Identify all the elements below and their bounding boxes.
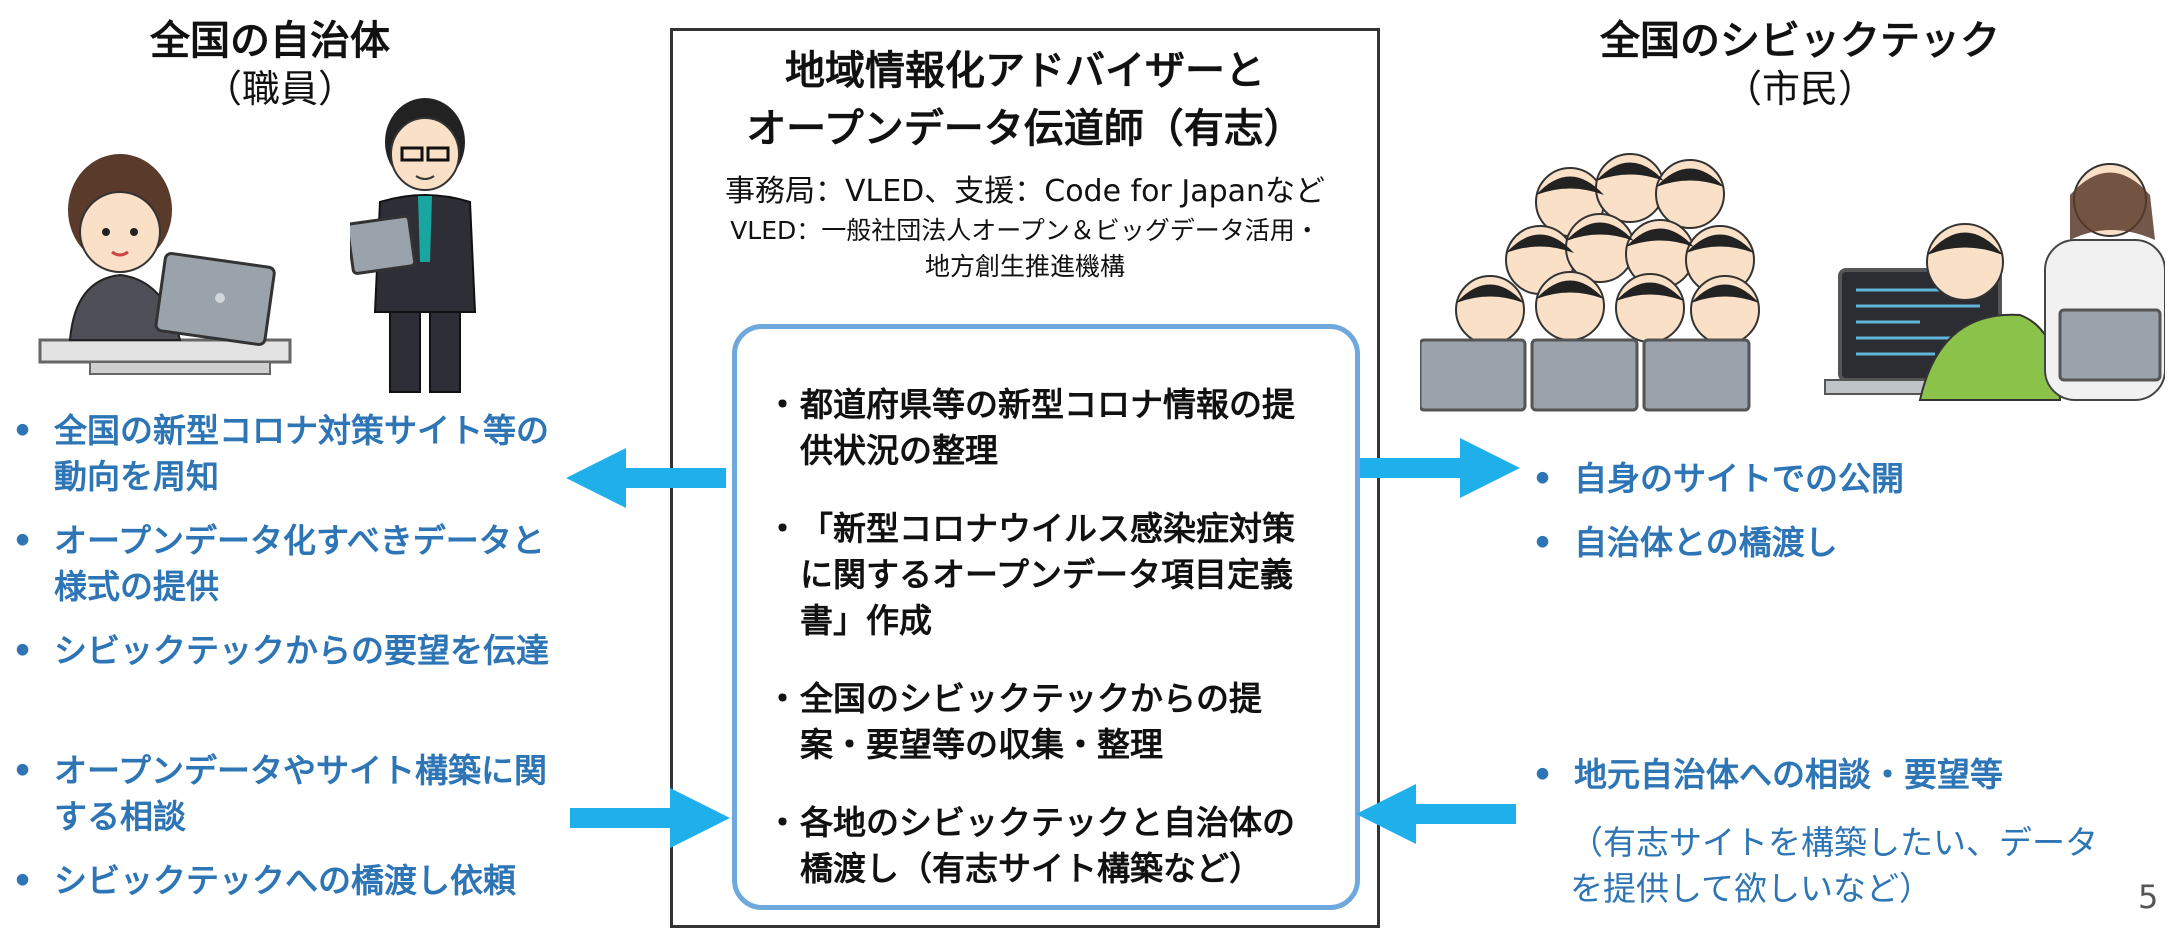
right-note: （有志サイトを構築したい、データを提供して欲しいなど） xyxy=(1570,823,2098,908)
list-item: オープンデータやサイト構築に関する相談 xyxy=(8,748,568,840)
activities-list: 都道府県等の新型コロナ情報の提供状況の整理 「新型コロナウイルス感染症対策に関す… xyxy=(766,382,1298,924)
left-list-bottom: オープンデータやサイト構築に関する相談 シビックテックへの橋渡し依頼 xyxy=(8,748,568,904)
arrow-right-bottom xyxy=(1356,784,1516,844)
arrow-right-top xyxy=(1360,438,1520,498)
list-item: シビックテックからの要望を伝達 xyxy=(8,628,568,674)
list-item: 全国の新型コロナ対策サイト等の動向を周知 xyxy=(8,408,568,500)
list-item: 「新型コロナウイルス感染症対策に関するオープンデータ項目定義書」作成 xyxy=(766,506,1298,644)
right-group-title: 全国のシビックテック xyxy=(1600,18,2000,64)
left-list-top: 全国の新型コロナ対策サイト等の動向を周知 オープンデータ化すべきデータと様式の提… xyxy=(8,408,568,674)
female-staff-laptop-illustration xyxy=(38,154,292,375)
list-item: 自身のサイトでの公開 xyxy=(1528,456,2128,502)
arrow-left-top xyxy=(566,448,726,508)
left-group-subtitle: （職員） xyxy=(203,67,356,111)
right-group-subtitle: （市民） xyxy=(1723,67,1876,111)
left-group-title: 全国の自治体 xyxy=(150,18,390,64)
center-note: 事務局：VLED、支援：Code for Japanなど xyxy=(724,174,1326,209)
citizens-laptops-illustration xyxy=(1420,153,2165,412)
center-title-line2: オープンデータ伝道師（有志） xyxy=(746,106,1304,152)
list-item: 全国のシビックテックからの提案・要望等の収集・整理 xyxy=(766,676,1298,768)
list-item: 地元自治体への相談・要望等 xyxy=(1528,752,2128,798)
list-item: シビックテックへの橋渡し依頼 xyxy=(8,858,568,904)
list-item: 自治体との橋渡し xyxy=(1528,520,2128,566)
male-staff-laptop-illustration xyxy=(350,98,477,393)
right-list-bottom: 地元自治体への相談・要望等 xyxy=(1528,752,2128,798)
center-title-line1: 地域情報化アドバイザーと xyxy=(785,48,1265,94)
page-number: 5 xyxy=(2138,878,2159,916)
center-vled-note-line1: VLED：一般社団法人オープン＆ビッグデータ活用・ xyxy=(730,216,1320,245)
list-item: 都道府県等の新型コロナ情報の提供状況の整理 xyxy=(766,382,1298,474)
right-list-top: 自身のサイトでの公開 自治体との橋渡し xyxy=(1528,456,2128,566)
arrow-left-bottom xyxy=(570,788,730,848)
list-item: オープンデータ化すべきデータと様式の提供 xyxy=(8,518,568,610)
list-item: 各地のシビックテックと自治体の橋渡し（有志サイト構築など） xyxy=(766,800,1298,892)
center-vled-note-line2: 地方創生推進機構 xyxy=(924,252,1125,281)
